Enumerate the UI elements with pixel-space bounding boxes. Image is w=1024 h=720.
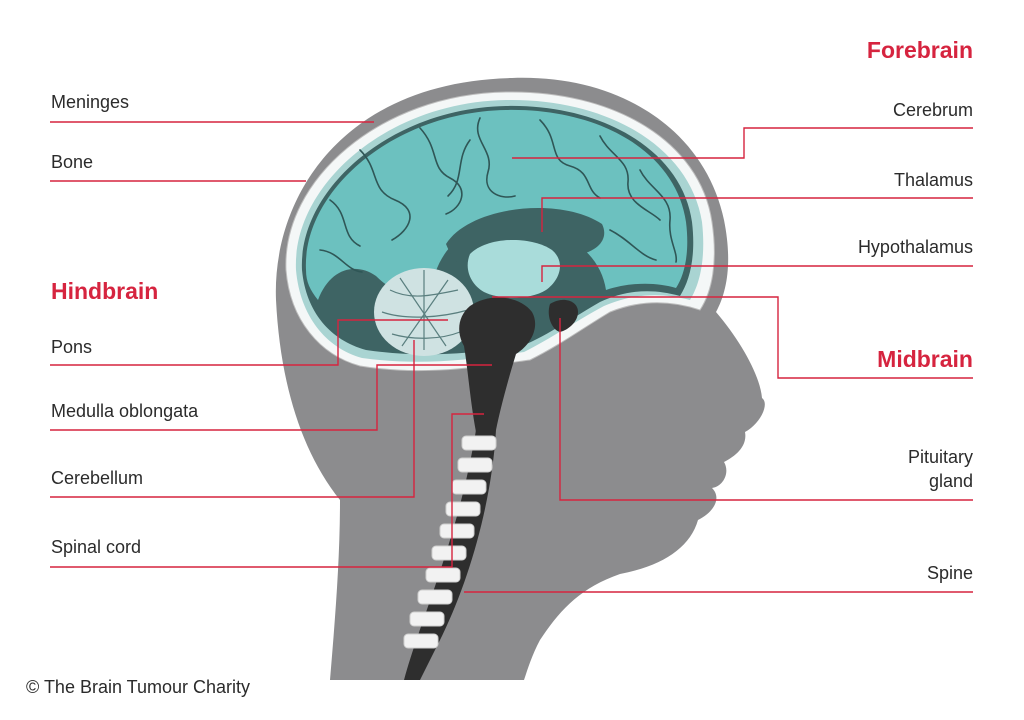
cerebellum-shape — [374, 268, 474, 356]
thalamus-shape — [468, 240, 560, 298]
label-cerebellum: Cerebellum — [51, 467, 143, 489]
label-spinal-cord: Spinal cord — [51, 536, 141, 558]
copyright-notice: © The Brain Tumour Charity — [26, 677, 250, 698]
section-forebrain: Forebrain — [867, 37, 973, 63]
label-spine: Spine — [927, 562, 973, 584]
label-meninges: Meninges — [51, 91, 129, 113]
label-bone: Bone — [51, 151, 93, 173]
section-midbrain: Midbrain — [877, 346, 973, 372]
section-hindbrain: Hindbrain — [51, 278, 158, 304]
label-pituitary-line2: gland — [929, 470, 973, 492]
label-pons: Pons — [51, 336, 92, 358]
label-medulla-oblongata: Medulla oblongata — [51, 400, 198, 422]
label-hypothalamus: Hypothalamus — [858, 236, 973, 258]
label-cerebrum: Cerebrum — [893, 99, 973, 121]
label-pituitary-line1: Pituitary — [908, 446, 973, 468]
label-thalamus: Thalamus — [894, 169, 973, 191]
